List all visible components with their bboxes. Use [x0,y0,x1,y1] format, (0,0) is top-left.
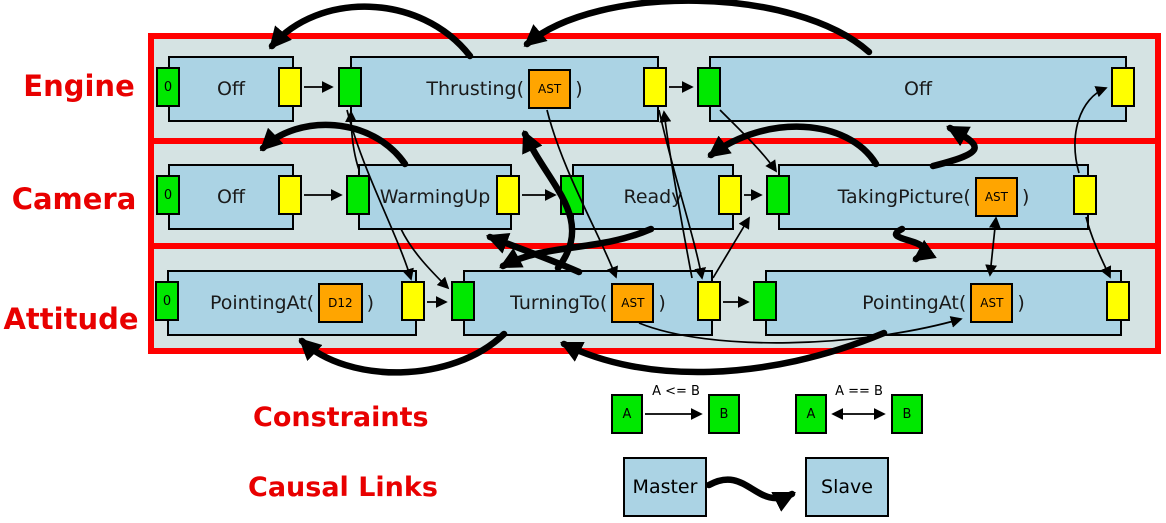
state-camera-warmingup[interactable]: WarmingUp [358,164,512,230]
param-box-ast[interactable]: AST [974,177,1018,217]
state-attitude-turningto[interactable]: TurningTo( AST ) [463,270,713,336]
timepoint-start[interactable] [451,281,475,321]
causal-link-arrow [892,225,937,263]
state-label: TurningTo( [510,292,608,314]
legend-causal-link-arrow [705,476,796,512]
state-label: Off [216,186,246,208]
legend-causal-links-title: Causal Links [248,472,438,503]
legend-master-box: Master [623,457,707,517]
causal-link-arrow [298,330,508,376]
legend-constraints-title: Constraints [253,402,429,433]
timepoint-start[interactable] [560,175,584,215]
timepoint-end[interactable] [718,175,742,215]
timepoint-value: 0 [163,79,173,95]
timepoint-start[interactable] [697,67,721,107]
legend-constraint-a: A [611,394,643,434]
state-engine-off-1[interactable]: Off [168,56,294,122]
timepoint-end[interactable] [1106,281,1130,321]
causal-link-arrow [523,0,873,56]
state-engine-thrusting[interactable]: Thrusting( AST ) [350,56,659,122]
state-camera-takingpicture[interactable]: TakingPicture( AST ) [778,164,1089,230]
state-attitude-pointingat-d12[interactable]: PointingAt( D12 ) [167,270,417,336]
legend-relation-eq: A == B [835,384,883,399]
timepoint-value: 0 [163,187,173,203]
row-label-camera: Camera [11,182,137,216]
timepoint-end[interactable] [1111,67,1135,107]
state-attitude-pointingat-ast[interactable]: PointingAt( AST ) [765,270,1122,336]
state-engine-off-2[interactable]: Off [709,56,1127,122]
legend-constraint-a: A [795,394,827,434]
state-camera-ready[interactable]: Ready [572,164,734,230]
state-camera-off[interactable]: Off [168,164,294,230]
state-label: Ready [623,186,683,208]
timepoint-end[interactable] [278,67,302,107]
causal-link-arrow [485,233,583,276]
state-label: Off [903,78,933,100]
timepoint-end[interactable] [1073,175,1097,215]
timepoint-end[interactable] [278,175,302,215]
param-box-ast[interactable]: AST [970,283,1014,323]
causal-link-arrow [268,3,474,60]
timepoint-start[interactable] [753,281,777,321]
state-label: TakingPicture( [837,186,971,208]
timepoint-start[interactable] [346,175,370,215]
timepoint-end[interactable] [697,281,721,321]
state-label: WarmingUp [379,186,491,208]
state-label: ) [575,78,583,100]
param-box-ast[interactable]: AST [528,69,572,109]
causal-link-arrow [259,121,409,168]
timepoint-value: 0 [162,293,172,309]
param-box-d12[interactable]: D12 [318,283,363,323]
causal-link-arrow [707,123,880,168]
state-label: ) [366,292,375,314]
timepoint-start[interactable]: 0 [155,281,179,321]
legend-slave-box: Slave [805,457,889,517]
state-label: Thrusting( [426,78,525,100]
param-box-ast[interactable]: AST [611,283,655,323]
timepoint-end[interactable] [643,67,667,107]
state-label: ) [658,292,666,314]
constraint-arrow [1085,216,1112,279]
timepoint-start[interactable] [338,67,362,107]
timepoint-end[interactable] [496,175,520,215]
legend-constraint-b: B [891,394,923,434]
state-label: Off [216,78,246,100]
row-label-attitude: Attitude [3,302,139,336]
timepoint-start[interactable]: 0 [156,67,180,107]
timepoint-start[interactable] [766,175,790,215]
causal-link-arrow [560,329,888,376]
causal-link-arrow [929,124,978,170]
state-label: PointingAt( [209,292,315,314]
constraint-arrows [304,81,1112,420]
state-label: PointingAt( [862,292,967,314]
row-label-engine: Engine [23,69,135,103]
causal-link-arrow [499,225,655,270]
legend-relation-leq: A <= B [652,384,700,399]
timepoint-start[interactable]: 0 [156,175,180,215]
state-label: ) [1017,292,1025,314]
state-label: ) [1021,186,1030,208]
legend-constraint-b: B [708,394,740,434]
timepoint-end[interactable] [401,281,425,321]
